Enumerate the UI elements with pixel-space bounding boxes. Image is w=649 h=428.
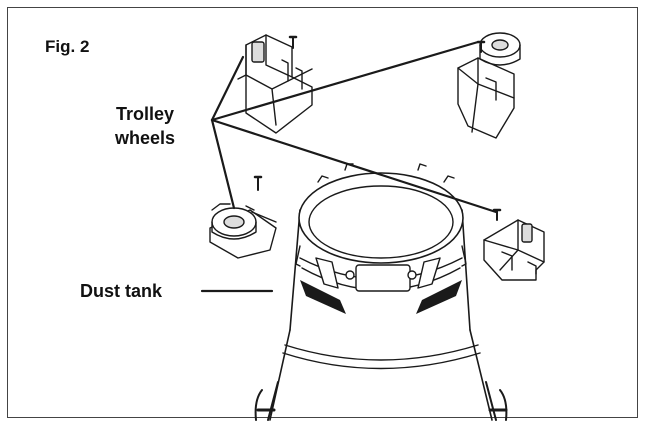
leader-left (210, 118, 236, 210)
leader-right (210, 118, 498, 214)
figure-title: Fig. 2 (45, 37, 90, 56)
dust-tank-label: Dust tank (80, 281, 163, 301)
trolley-wheel-top-right (457, 32, 521, 139)
trolley-wheel-right (483, 208, 545, 281)
trolley-wheel-left (209, 175, 277, 259)
leader-top-right (210, 40, 480, 122)
leader-top-left (210, 55, 245, 122)
trolley-wheels-leaders (210, 40, 498, 214)
dust-tank (254, 163, 508, 421)
trolley-wheel-top-left (237, 34, 313, 134)
trolley-wheels-label: Trolley wheels (114, 104, 176, 148)
